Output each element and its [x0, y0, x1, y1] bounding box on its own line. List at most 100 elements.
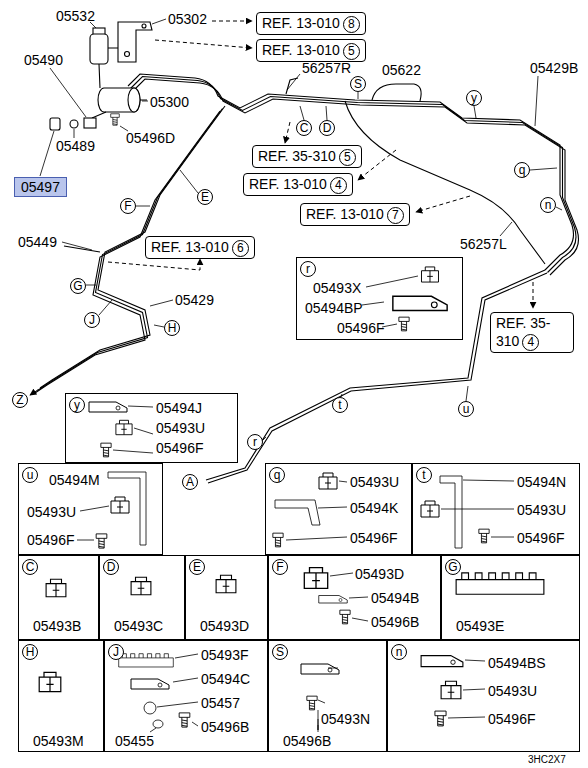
part-number: 05497	[21, 179, 60, 195]
part-number: 05494M	[49, 472, 100, 488]
clamp-parts	[393, 296, 447, 310]
part-number: 05532	[56, 8, 95, 24]
callout-letter: D	[319, 120, 335, 136]
detail-panel: G 05493E	[441, 555, 580, 640]
clamp-parts	[144, 702, 156, 714]
callout-letter: A	[182, 474, 198, 490]
reference-number: 7	[387, 207, 404, 224]
clamp-parts	[96, 534, 107, 548]
clamp-parts	[318, 700, 325, 703]
fuel-vapor-pipes	[372, 84, 421, 101]
clamp-parts	[318, 725, 319, 732]
detail-panel: r05493X05494BP05496F	[296, 257, 463, 340]
callout-letter: F	[120, 198, 136, 214]
clamp-parts	[435, 711, 446, 726]
reference-arrow	[212, 21, 252, 22]
reference-box: REF. 35-3104	[490, 312, 574, 353]
part-number: 05457	[201, 695, 240, 711]
canister-parts	[98, 88, 140, 112]
callout-letter: q	[514, 162, 530, 178]
detail-panel: n05494BS05493U05496F	[387, 640, 580, 752]
callout-letter: u	[22, 467, 38, 483]
detail-panel: F05493D05494B05496B	[268, 555, 441, 640]
callout-letter: t	[416, 467, 432, 483]
part-number: 05490	[24, 52, 63, 68]
clamp-parts	[440, 476, 462, 548]
part-number: 05493U	[488, 683, 537, 699]
clamp-parts	[422, 267, 439, 282]
callout-letter: u	[458, 401, 474, 417]
reference-arrow	[416, 196, 470, 212]
callout-letter: q	[519, 163, 526, 177]
reference-number: 6	[232, 240, 249, 257]
part-number: 05493U	[517, 502, 566, 518]
callout-letter: S	[354, 77, 362, 91]
clamp-parts	[319, 596, 348, 604]
clamp-parts	[89, 402, 127, 412]
reference-arrow	[358, 150, 396, 180]
fuel-vapor-pipes	[131, 77, 577, 273]
part-number: 05449	[18, 234, 57, 250]
part-number: 05493C	[114, 618, 163, 634]
clamp-parts	[131, 679, 169, 689]
detail-panel: t05494N05493U05496F	[412, 463, 580, 555]
clamp-parts	[77, 506, 109, 540]
reference-text: REF. 13-010	[306, 206, 384, 222]
clamp-parts	[108, 472, 146, 545]
part-number: 05489	[56, 138, 95, 154]
reference-number: 4	[330, 177, 347, 194]
part-number: 05493E	[456, 618, 504, 634]
fuel-vapor-pipes	[133, 79, 579, 275]
clamp-parts	[113, 406, 153, 453]
clamp-parts	[153, 720, 163, 728]
clamp-parts	[307, 696, 317, 710]
part-number: 05494K	[350, 500, 398, 516]
callout-letter: n	[545, 198, 552, 212]
part-number: 05496D	[126, 130, 175, 146]
callout-letter: t	[338, 398, 341, 412]
clamp-parts	[286, 481, 347, 540]
callout-letter: J	[108, 644, 124, 660]
detail-panel: u05494M05493U05496F	[18, 463, 163, 555]
part-number: 05493U	[350, 474, 399, 490]
part-number: 05493U	[27, 504, 76, 520]
reference-text: REF. 13-010	[151, 239, 229, 255]
part-number: 05622	[382, 62, 421, 78]
canister-parts	[50, 22, 152, 130]
callout-letter: G	[445, 559, 461, 575]
callout-letter: C	[22, 559, 38, 575]
callout-letter: n	[540, 197, 556, 213]
callout-letter: A	[186, 475, 194, 489]
callout-letter: C	[296, 120, 312, 136]
clamp-parts	[421, 501, 439, 517]
fuel-vapor-pipes	[206, 270, 545, 480]
detail-panel: C05493B	[18, 555, 99, 640]
part-number: 05494B	[371, 590, 419, 606]
clamp-parts	[456, 573, 544, 594]
part-number: 05300	[150, 94, 189, 110]
part-number: 05302	[168, 11, 207, 27]
callout-letter: u	[463, 402, 470, 416]
clamp-parts	[179, 713, 190, 727]
callout-letter: r	[253, 435, 257, 449]
reference-text: REF. 35-310	[258, 148, 336, 164]
fuel-vapor-pipes	[128, 74, 574, 270]
canister-parts	[50, 118, 60, 130]
reference-box: REF. 13-0108	[256, 12, 366, 35]
drawing-code: 3HC2X7	[528, 754, 566, 766]
clamp-parts	[39, 267, 544, 732]
leader-line	[62, 74, 538, 306]
detail-panel: H05493M	[18, 640, 104, 752]
clamp-parts	[362, 276, 418, 327]
callout-letter: H	[168, 321, 177, 335]
clamp-parts	[46, 579, 66, 597]
clamp-parts	[273, 533, 283, 547]
callout-letter: Z	[16, 393, 23, 407]
canister-parts	[118, 22, 152, 62]
reference-number: 4	[522, 334, 539, 351]
callout-letter: F	[124, 199, 131, 213]
canister-parts	[142, 24, 146, 28]
part-number: 05496F	[156, 440, 203, 456]
part-number: 05429B	[530, 60, 578, 76]
